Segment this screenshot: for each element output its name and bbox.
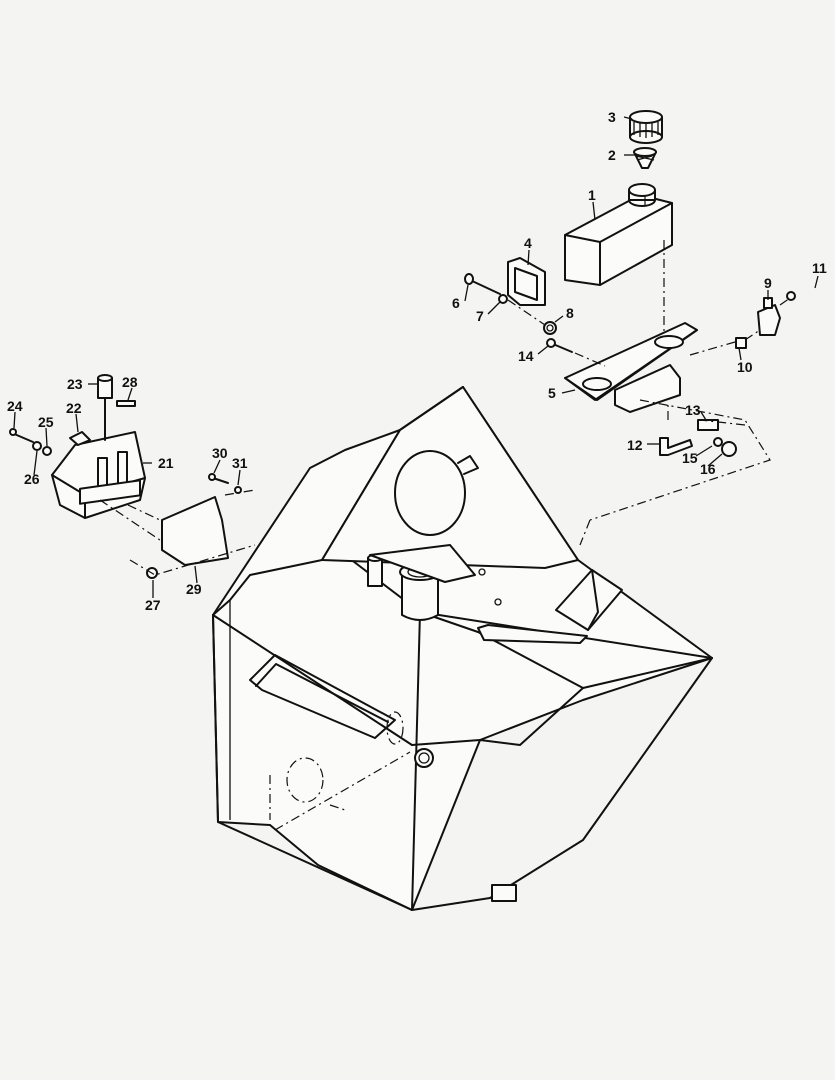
filler-cap — [629, 110, 663, 144]
main-tank — [212, 386, 713, 911]
callout-12: 12 — [627, 437, 643, 453]
callout-23: 23 — [67, 376, 83, 392]
callout-27: 27 — [145, 597, 161, 613]
callout-8: 8 — [566, 305, 574, 321]
mounting-bracket — [507, 257, 546, 306]
callout-6: 6 — [452, 295, 460, 311]
reservoir-tray — [564, 322, 698, 413]
callout-2: 2 — [608, 147, 616, 163]
callout-leaders — [13, 116, 819, 598]
callout-25: 25 — [38, 414, 54, 430]
callout-29: 29 — [186, 581, 202, 597]
callout-3: 3 — [608, 109, 616, 125]
strainer — [633, 147, 657, 169]
callout-31: 31 — [232, 455, 248, 471]
callout-1: 1 — [588, 187, 596, 203]
callout-10: 10 — [737, 359, 753, 375]
callout-labels: 3 2 1 4 6 7 8 14 5 9 11 10 12 13 15 16 2… — [7, 109, 827, 613]
callout-7: 7 — [476, 308, 484, 324]
elbow-fitting — [659, 437, 693, 456]
level-switch — [757, 297, 781, 336]
callout-28: 28 — [122, 374, 138, 390]
callout-16: 16 — [700, 461, 716, 477]
callout-24: 24 — [7, 398, 23, 414]
callout-15: 15 — [682, 450, 698, 466]
callout-4: 4 — [524, 235, 532, 251]
callout-14: 14 — [518, 348, 534, 364]
callout-5: 5 — [548, 385, 556, 401]
reservoir-tank — [564, 183, 673, 286]
callout-30: 30 — [212, 445, 228, 461]
callout-13: 13 — [685, 402, 701, 418]
sensor-unit — [97, 374, 113, 441]
callout-26: 26 — [24, 471, 40, 487]
callout-9: 9 — [764, 275, 772, 291]
callout-11: 11 — [812, 260, 827, 276]
mounting-plate — [161, 496, 229, 566]
bolt — [464, 273, 501, 295]
callout-21: 21 — [158, 455, 174, 471]
callout-22: 22 — [66, 400, 82, 416]
switch-cover — [51, 431, 146, 519]
